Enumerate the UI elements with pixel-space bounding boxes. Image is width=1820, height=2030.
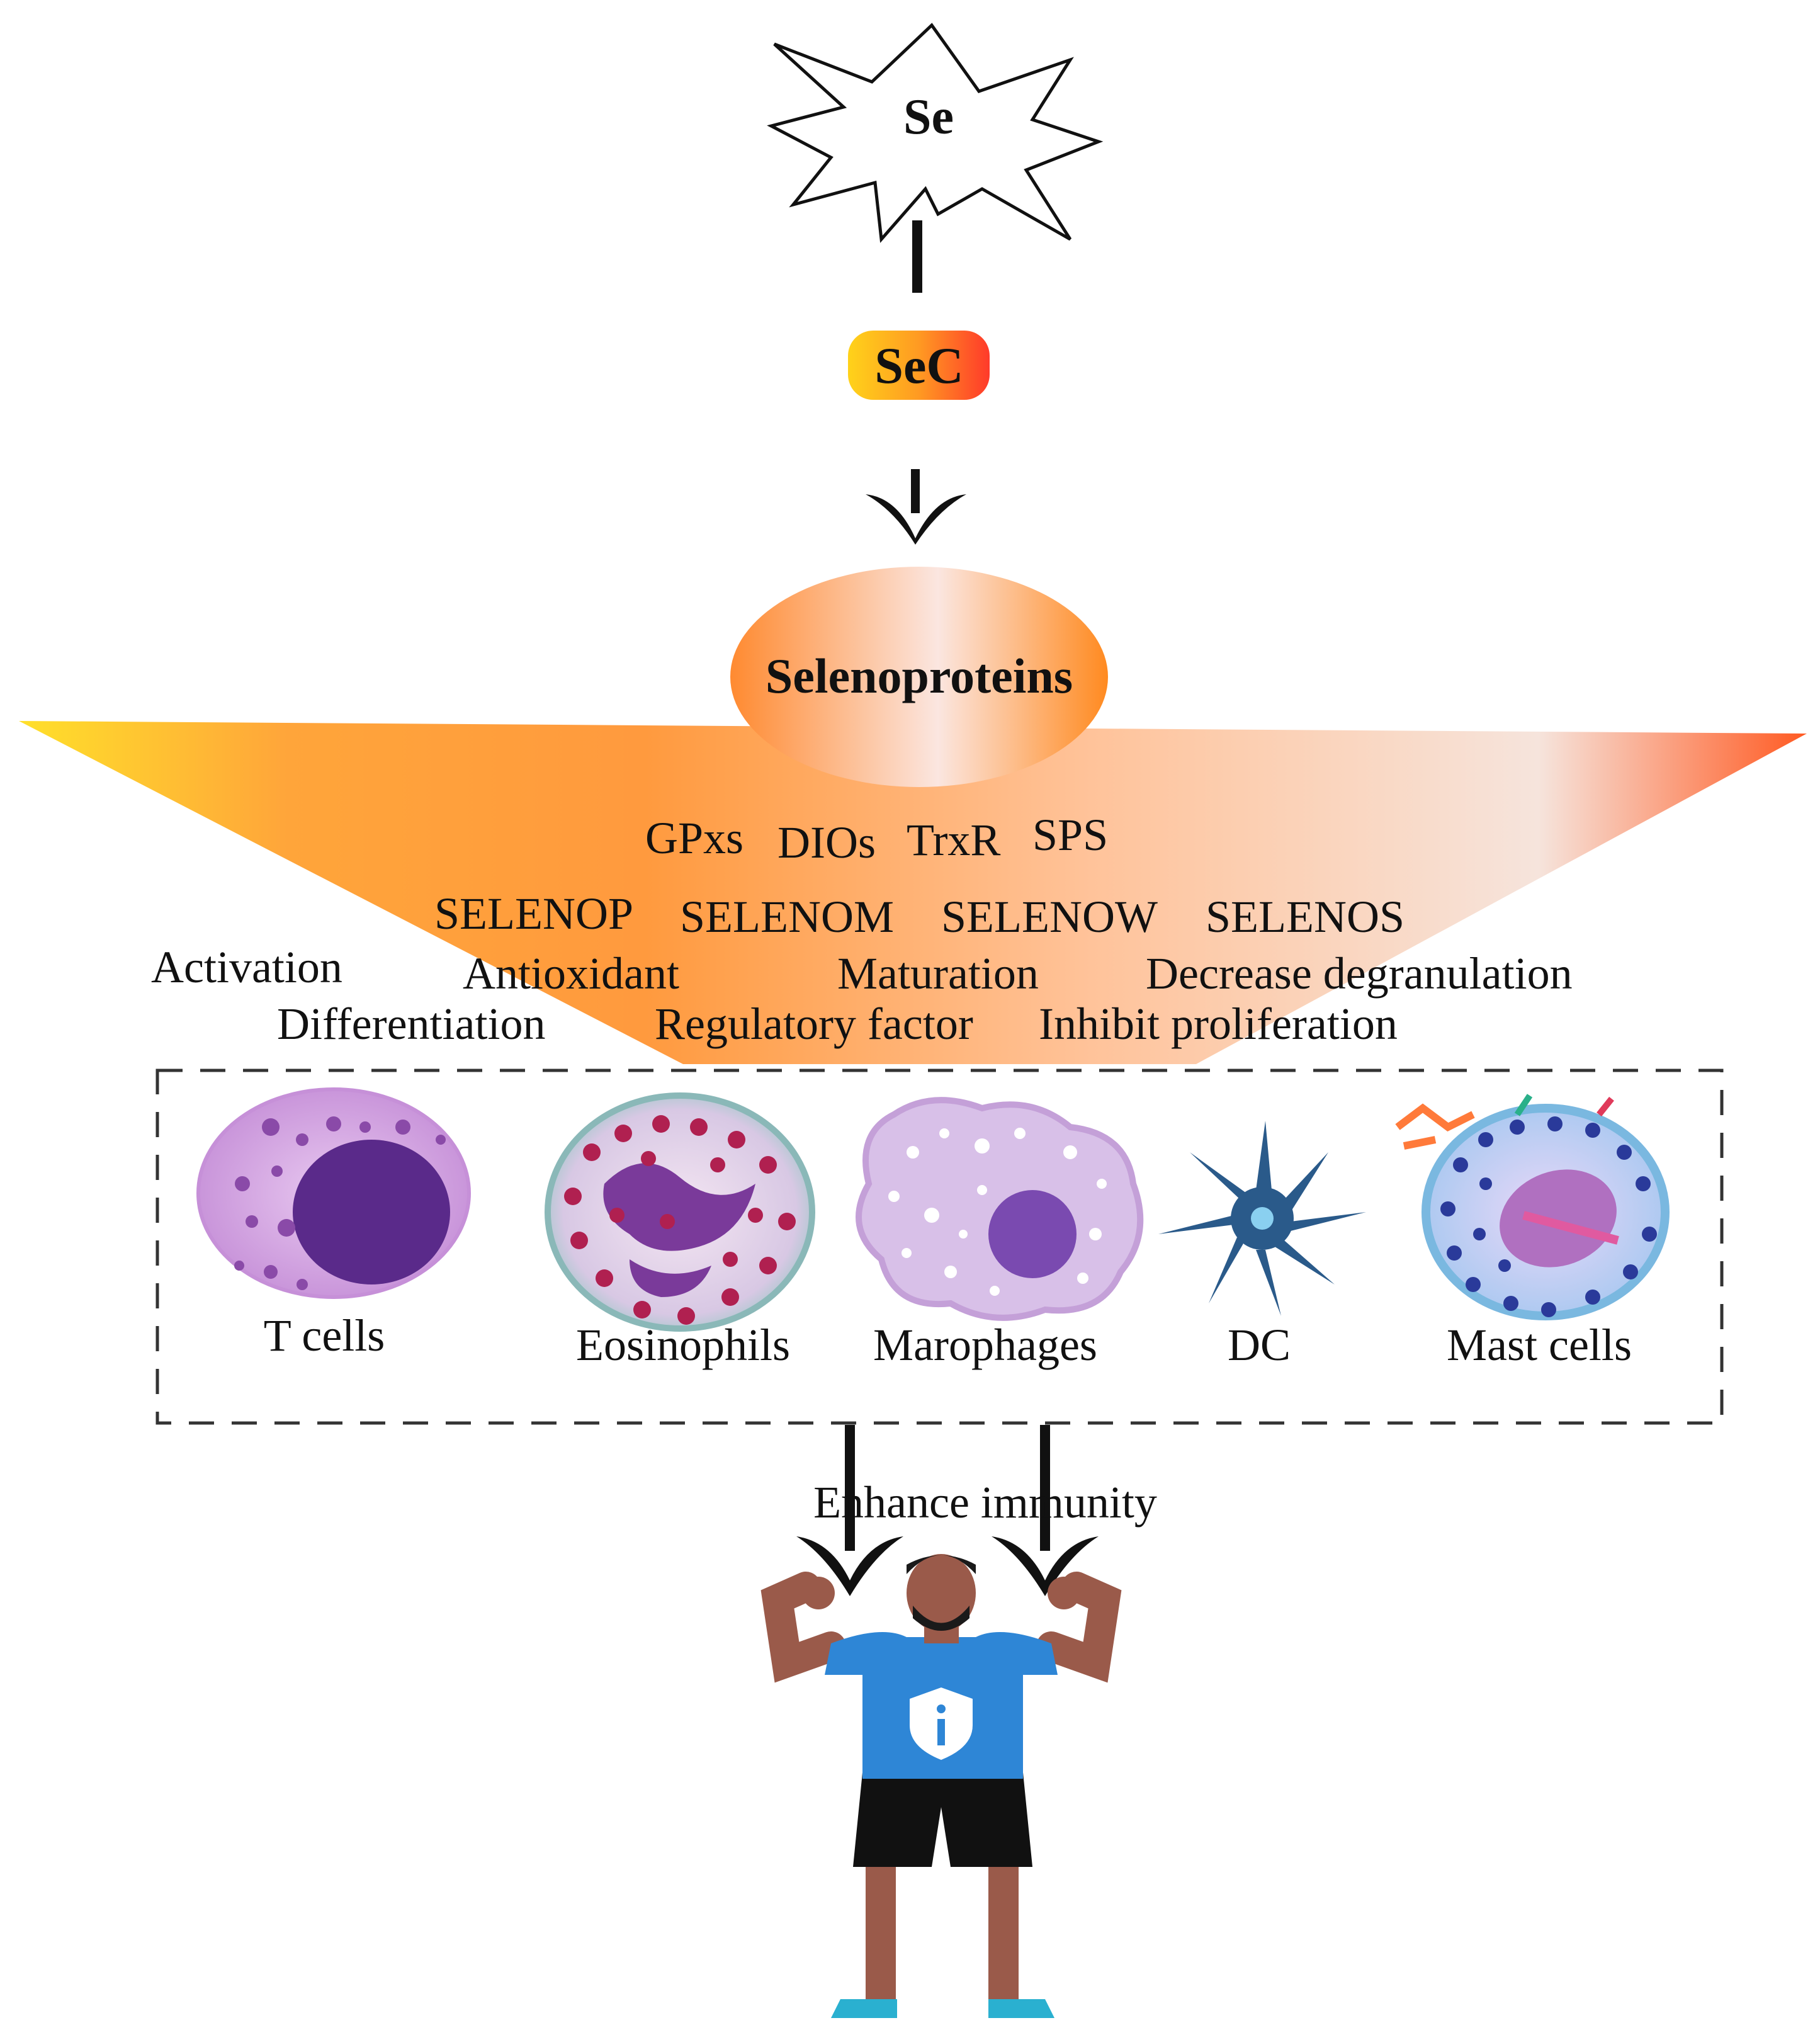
functions-row2: Differentiation Regulatory factor Inhibi… [277,999,1398,1049]
function-antioxidant: Antioxidant [463,948,679,999]
mast-cell-illustration [1395,1094,1670,1320]
t-cell-illustration [196,1087,471,1299]
sec-label: SeC [874,337,963,394]
strong-person-illustration [760,1554,1122,2018]
funnel-shape [19,721,1807,1064]
macrophage-illustration [856,1097,1144,1321]
arrow-down-icon [992,1536,1099,1596]
arrow-down-icon [866,494,966,545]
family-sps: SPS [1032,810,1108,860]
dendritic-cell-illustration [1158,1121,1366,1316]
function-inhibit-proliferation: Inhibit proliferation [1039,999,1398,1049]
cell-label-t-cells: T cells [264,1310,385,1361]
connector-se-sec [912,220,922,293]
selenoproteins-label: Selenoproteins [766,649,1073,703]
family-selenos: SELENOS [1206,892,1405,942]
family-dios: DIOs [777,817,876,868]
arrow-down-icon [796,1536,903,1596]
outcome-label: Enhance immunity [813,1477,1157,1528]
cells-box [155,1069,1724,1425]
functions-row1: Activation Antioxidant Maturation Decrea… [151,942,1573,999]
family-trxr: TrxR [907,815,1000,865]
arrow-left-immunity [796,1425,903,1596]
sec-pill [848,331,990,400]
cell-label-eosinophils: Eosinophils [576,1320,790,1370]
cell-label-mast-cells: Mast cells [1447,1320,1632,1370]
selenoproteins-node: Selenoproteins [730,567,1108,787]
function-regulatory-factor: Regulatory factor [655,999,973,1049]
function-activation: Activation [151,942,342,992]
se-label: Se [903,89,954,145]
starburst-icon [767,23,1104,243]
family-selenow: SELENOW [941,892,1158,942]
cell-label-marophages: Marophages [873,1320,1097,1370]
family-selenom: SELENOM [680,892,894,942]
families-row2: SELENOP SELENOM SELENOW SELENOS [434,888,1405,942]
family-selenop: SELENOP [434,888,633,939]
arrow-sec-selenoproteins [866,469,966,545]
function-maturation: Maturation [837,948,1039,999]
sec-node: SeC [848,331,990,400]
cell-label-dc: DC [1228,1320,1291,1370]
arrow-right-immunity [992,1425,1099,1596]
se-node: Se [767,23,1104,243]
selenoproteins-ellipse [730,567,1108,787]
function-decrease-degranulation: Decrease degranulation [1146,948,1573,999]
families-row1: GPxs DIOs TrxR SPS [645,810,1108,868]
eosinophil-illustration [545,1092,815,1332]
family-gpxs: GPxs [645,813,743,863]
function-differentiation: Differentiation [277,999,546,1049]
